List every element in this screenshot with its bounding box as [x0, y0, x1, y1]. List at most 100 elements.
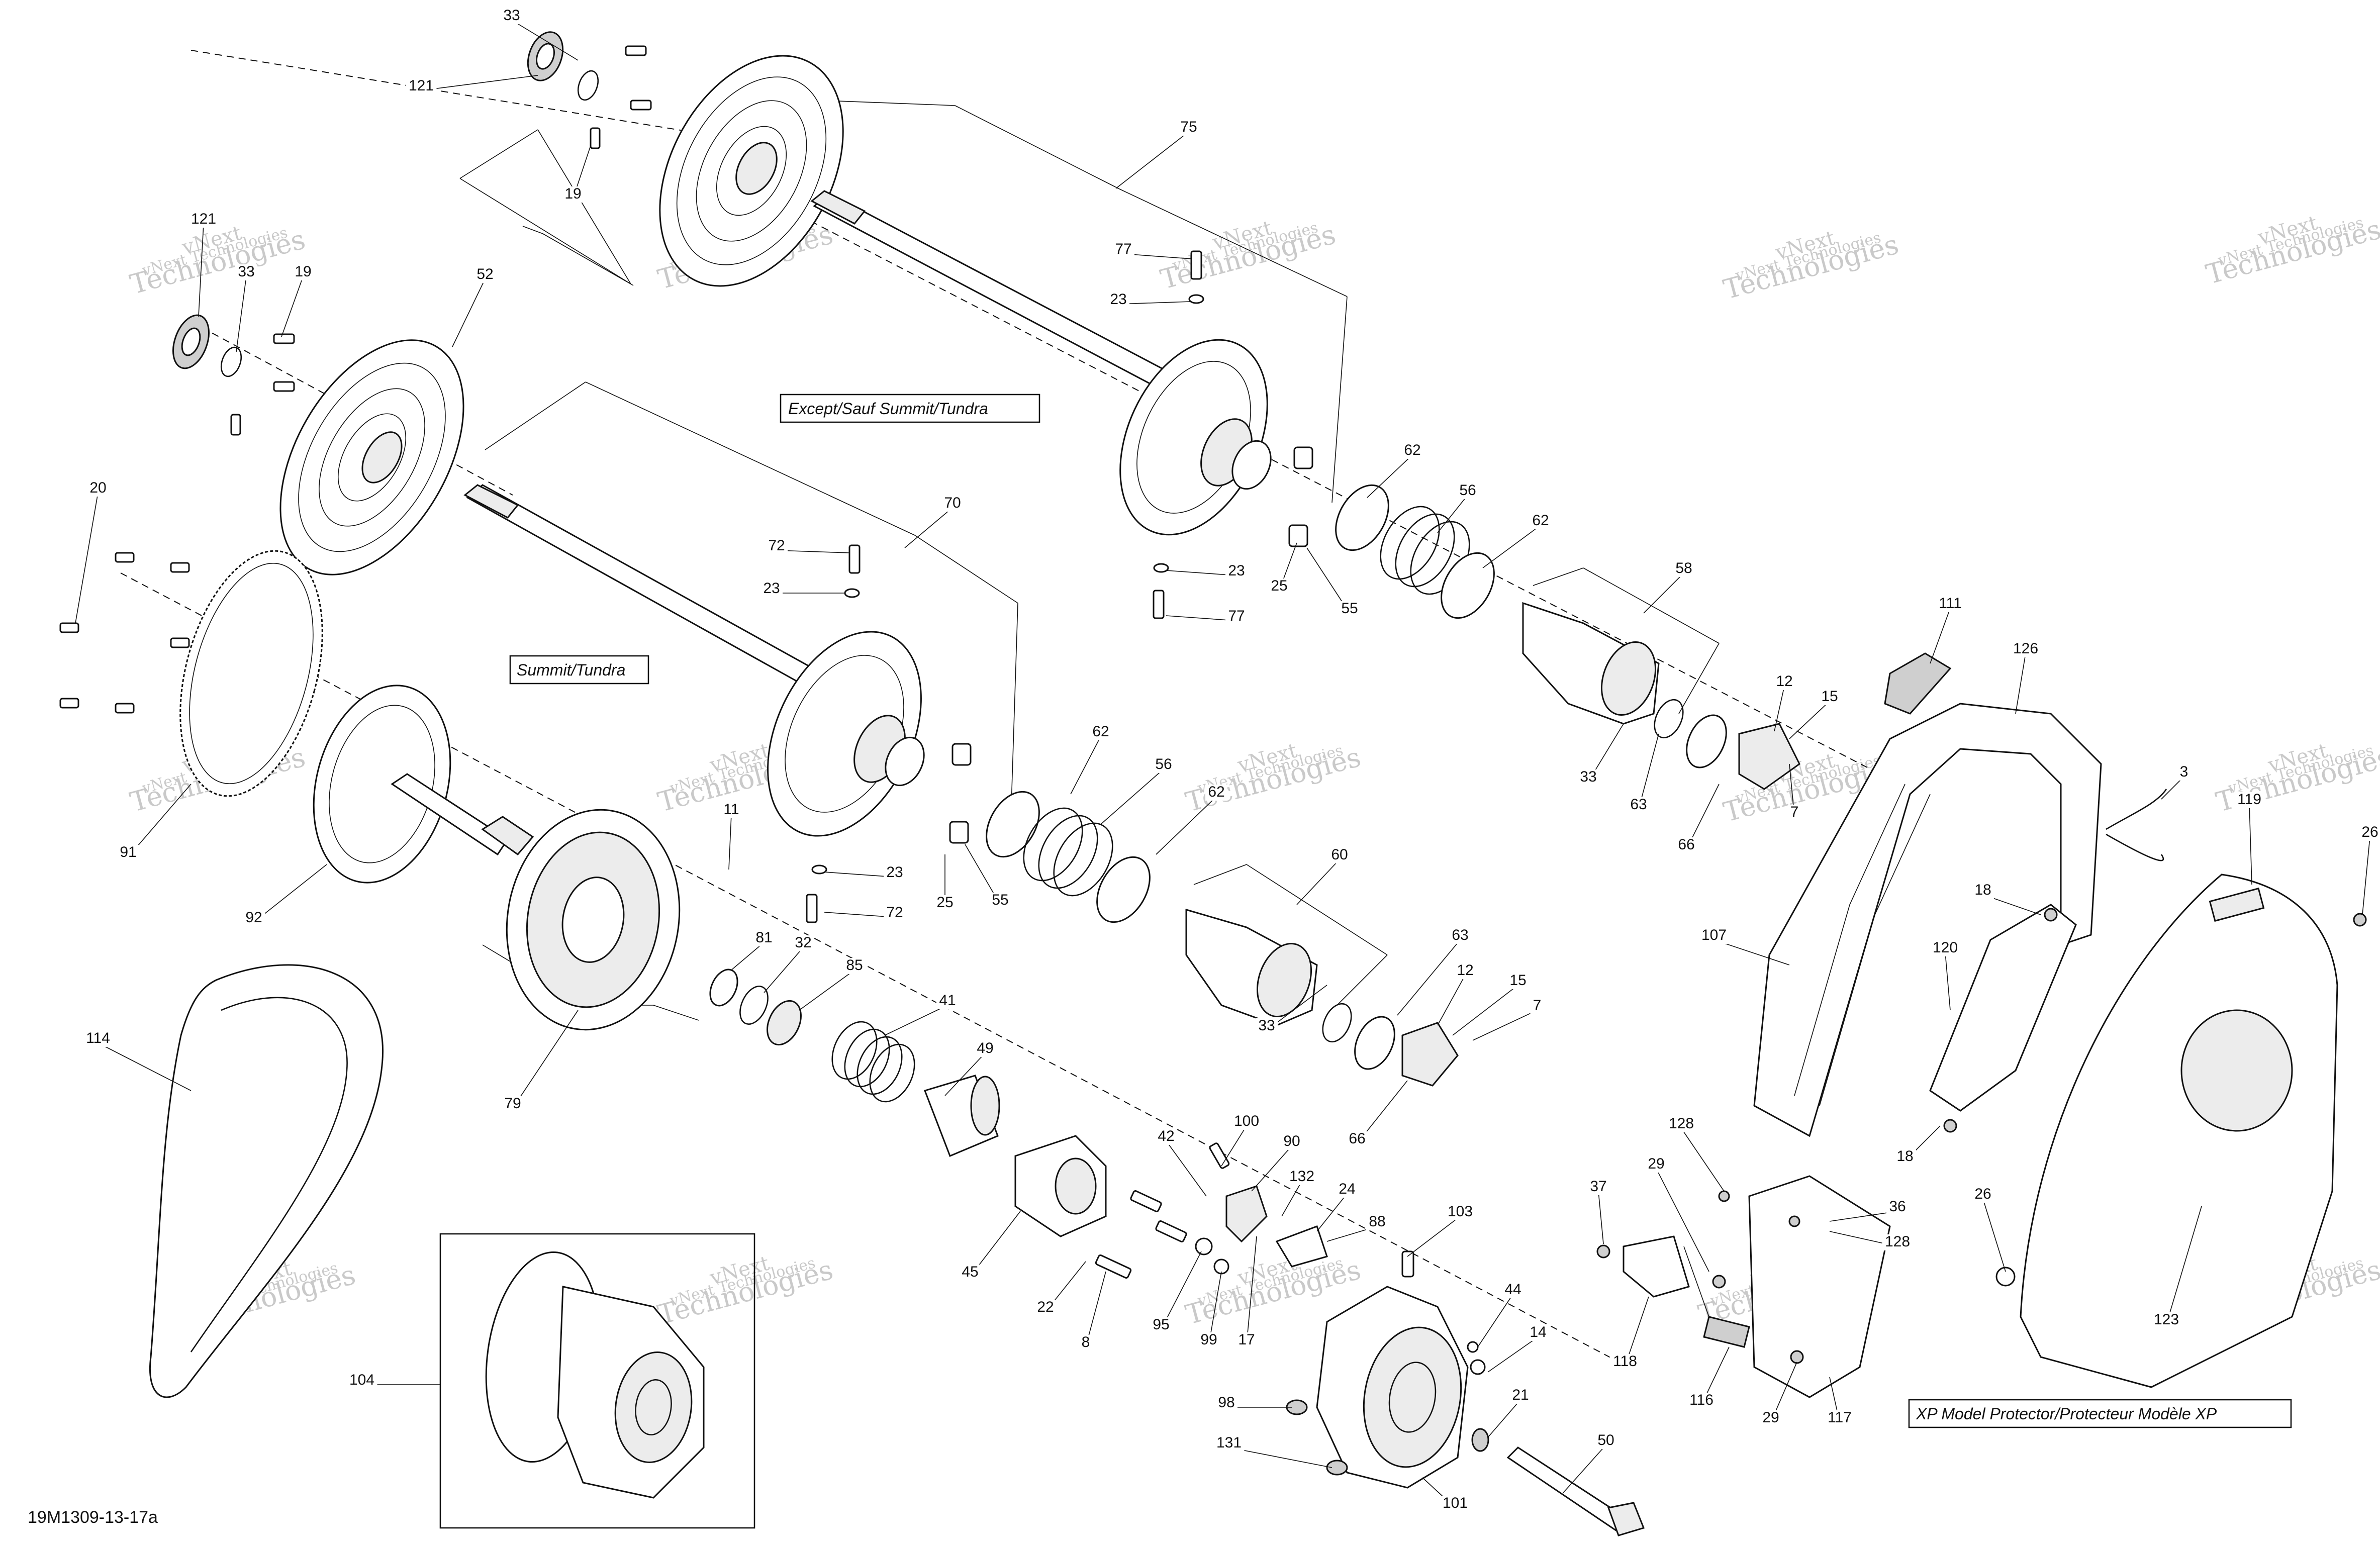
clip-3 — [2106, 789, 2166, 860]
callout-85: 85 — [846, 957, 863, 974]
callout-22: 22 — [1037, 1299, 1054, 1315]
callout-81: 81 — [755, 929, 772, 946]
leader-line — [1229, 1447, 1332, 1468]
callout-15: 15 — [1509, 972, 1526, 989]
callout-63: 63 — [1452, 927, 1468, 943]
seal-121-top — [522, 27, 602, 103]
callout-52: 52 — [477, 266, 493, 282]
cover-49 — [925, 1076, 999, 1156]
callout-104: 104 — [349, 1372, 374, 1388]
callout-23: 23 — [886, 864, 903, 881]
callout-131: 131 — [1216, 1434, 1242, 1451]
callout-128: 128 — [1885, 1233, 1910, 1250]
callout-62: 62 — [1404, 442, 1420, 458]
callout-23: 23 — [1228, 562, 1245, 579]
leader-line — [1071, 736, 1101, 794]
callout-23: 23 — [1110, 291, 1126, 308]
leader-line — [1478, 1294, 1513, 1347]
leader-line — [1438, 975, 1465, 1025]
callout-36: 36 — [1889, 1198, 1906, 1215]
leader-line — [1116, 132, 1189, 188]
callout-24: 24 — [1339, 1181, 1355, 1197]
callout-90: 90 — [1283, 1133, 1300, 1149]
leader-line — [2016, 653, 2026, 714]
callout-79: 79 — [504, 1095, 521, 1112]
leader-line — [1317, 1194, 1347, 1231]
callout-49: 49 — [977, 1040, 993, 1056]
drive-belt-114 — [150, 965, 383, 1397]
bracket-117-118 — [1624, 1176, 1890, 1397]
callout-126: 126 — [2013, 640, 2038, 657]
label-except-summit-text: Except/Sauf Summit/Tundra — [788, 400, 988, 418]
label-xp-protector-text: XP Model Protector/Protecteur Modèle XP — [1916, 1405, 2217, 1423]
callout-42: 42 — [1158, 1128, 1174, 1144]
callout-50: 50 — [1597, 1432, 1614, 1448]
leader-line — [1930, 608, 1950, 663]
callout-77: 77 — [1228, 608, 1245, 624]
leader-line — [513, 1010, 578, 1108]
leader-line — [1789, 701, 1830, 739]
callout-98: 98 — [1218, 1394, 1234, 1411]
label-box-xp-protector: XP Model Protector/Protecteur Modèle XP — [1909, 1400, 2291, 1427]
drive-spring-41 — [823, 1015, 923, 1109]
callout-3: 3 — [2180, 763, 2188, 780]
seal-121-left — [166, 310, 245, 379]
leader-line — [1945, 952, 1950, 1010]
label-summit-text: Summit/Tundra — [517, 661, 625, 679]
callout-107: 107 — [1701, 927, 1727, 943]
spider-45 — [1015, 1136, 1106, 1236]
diagram-id: 19M1309-13-17a — [28, 1508, 158, 1527]
leader-line — [1483, 525, 1541, 568]
callout-41: 41 — [939, 992, 956, 1009]
upper-cam-58 — [1523, 603, 1665, 724]
leader-line — [1221, 1126, 1247, 1166]
callout-18: 18 — [1974, 882, 1991, 898]
leader-line — [1681, 1128, 1724, 1191]
callout-66: 66 — [1349, 1130, 1365, 1147]
leader-line — [731, 942, 764, 970]
leader-line — [1252, 1146, 1292, 1191]
callout-32: 32 — [795, 934, 811, 951]
callout-101: 101 — [1443, 1495, 1468, 1511]
leader-line — [1156, 797, 1216, 854]
callout-12: 12 — [1457, 962, 1473, 979]
leader-line — [1166, 1141, 1206, 1196]
upper-retainers — [1649, 695, 1799, 789]
callout-37: 37 — [1590, 1178, 1606, 1195]
leader-line — [1453, 985, 1518, 1035]
leader-line — [1488, 1400, 1520, 1437]
leader-line — [1297, 859, 1340, 905]
leader-line — [1563, 1445, 1606, 1493]
bolt-50-and-washers — [1468, 1342, 1644, 1535]
callout-7: 7 — [1533, 997, 1542, 1014]
leader-line — [729, 814, 731, 869]
leader-line — [2249, 804, 2252, 885]
callout-121: 121 — [409, 77, 434, 94]
callout-128: 128 — [1669, 1115, 1694, 1132]
leader-line — [1488, 1337, 1538, 1372]
callout-15: 15 — [1821, 688, 1838, 705]
callout-119: 119 — [2237, 791, 2261, 808]
bolts-20 — [60, 553, 189, 713]
leader-line — [905, 508, 953, 548]
callout-72: 72 — [886, 904, 903, 921]
callout-116: 116 — [1689, 1392, 1713, 1408]
leader-line — [452, 279, 485, 347]
fixed-sheave-92 — [293, 670, 533, 898]
callout-20: 20 — [89, 479, 106, 496]
callout-118: 118 — [1613, 1353, 1637, 1370]
label-box-summit: Summit/Tundra — [510, 656, 648, 684]
callout-100: 100 — [1234, 1113, 1259, 1129]
callout-55: 55 — [992, 892, 1008, 908]
callout-18: 18 — [1896, 1148, 1913, 1165]
callout-103: 103 — [1448, 1203, 1473, 1220]
callout-66: 66 — [1678, 836, 1694, 853]
callout-55: 55 — [1341, 600, 1358, 617]
callout-99: 99 — [1200, 1331, 1217, 1348]
